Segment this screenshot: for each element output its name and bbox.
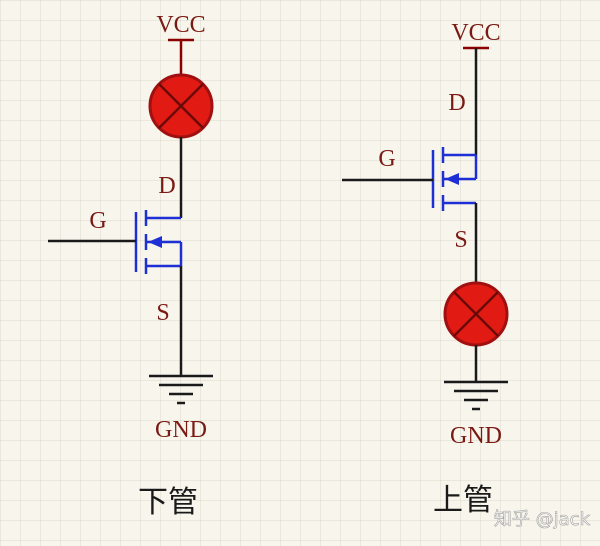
low-mosfet (134, 210, 183, 274)
low-side-caption: 下管 (138, 485, 198, 520)
high-vcc-label: VCC (451, 20, 500, 46)
high-gnd-label: GND (450, 423, 502, 449)
high-drain-label: D (448, 90, 465, 116)
low-source-label: S (156, 300, 169, 326)
low-ground-symbol (149, 374, 213, 405)
low-vcc-label: VCC (156, 12, 205, 38)
watermark: 知乎 @jack (494, 509, 591, 530)
low-gnd-label: GND (155, 417, 207, 443)
high-side-circuit: VCC D G S (342, 20, 509, 518)
high-gate-label: G (378, 146, 395, 172)
high-lamp (443, 281, 509, 347)
high-mosfet (431, 147, 478, 211)
high-source-label: S (454, 227, 467, 253)
low-lamp (148, 73, 214, 139)
low-drain-label: D (158, 173, 175, 199)
low-side-circuit: VCC D G S (48, 12, 214, 520)
low-gate-label: G (89, 208, 106, 234)
high-ground-symbol (444, 380, 508, 411)
high-side-caption: 上管 (433, 483, 493, 518)
